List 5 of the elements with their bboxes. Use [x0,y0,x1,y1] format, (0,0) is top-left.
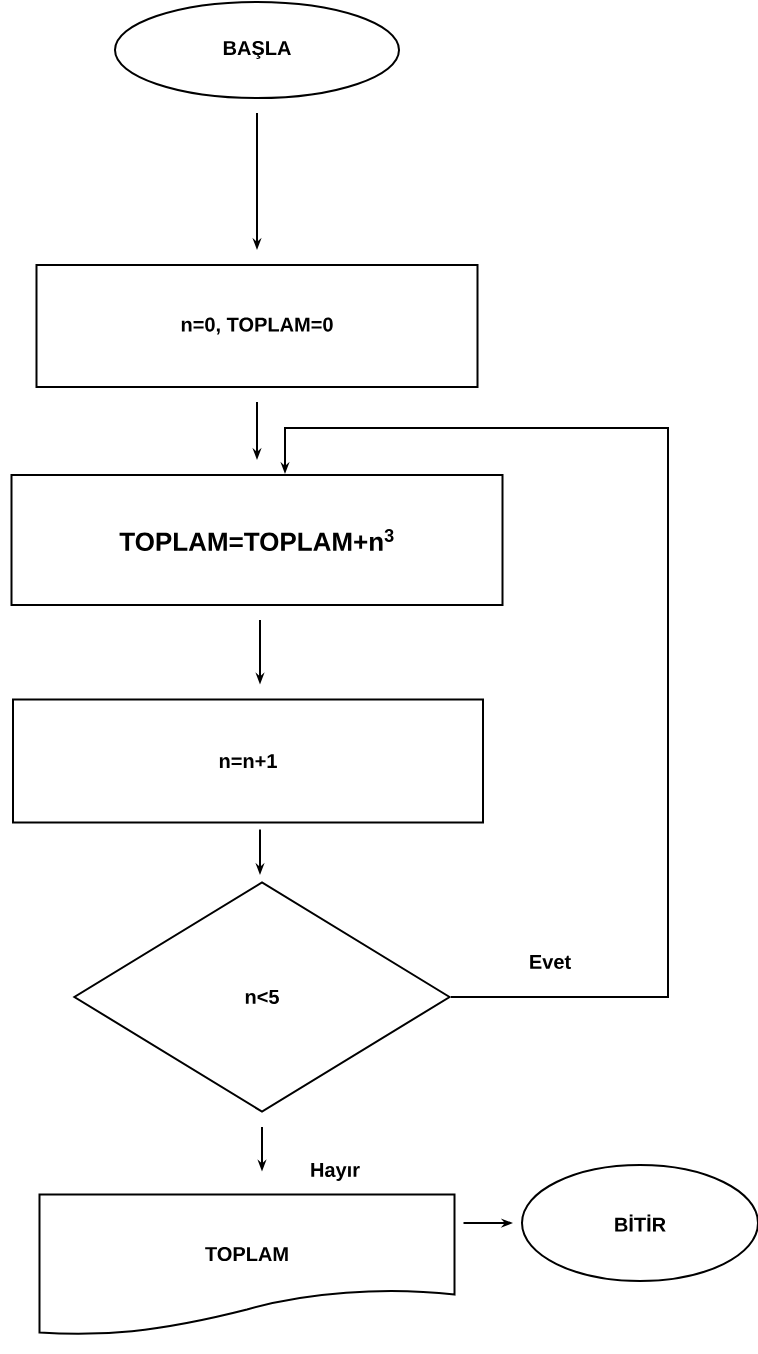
process-box: TOPLAM=TOPLAM+n$^{3}$ [10,474,504,606]
edge-label: Hayır [311,1163,360,1181]
edge-label: Evet [530,955,571,969]
process-box: n=n+1 [12,698,484,824]
process-box: n=0, TOPLAM=0 [35,264,479,388]
